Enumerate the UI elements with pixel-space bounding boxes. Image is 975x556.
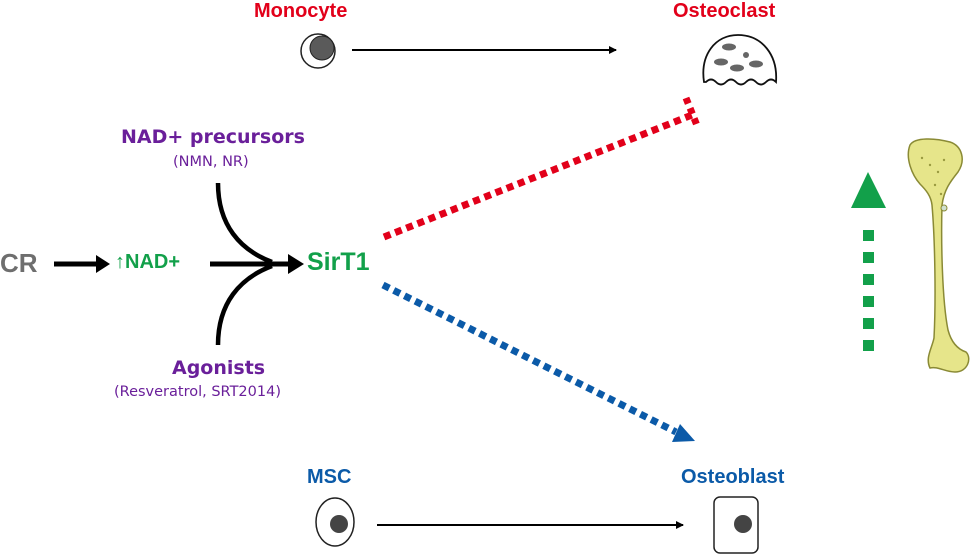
msc-label: MSC <box>307 466 352 488</box>
monocyte-cell-icon <box>300 33 336 69</box>
nad-precursors-title: NAD+ precursors <box>121 126 305 148</box>
monocyte-label: Monocyte <box>254 0 348 22</box>
sirt1-arrowhead <box>288 254 304 274</box>
osteoclast-label: Osteoclast <box>673 0 776 22</box>
osteoclast-cell-icon <box>702 34 777 86</box>
up-arrow-icon: ↑ <box>115 251 125 273</box>
sirt1-promotes-osteoblast-arrow <box>381 281 695 442</box>
osteoblast-label: Osteoblast <box>681 466 785 488</box>
sirt1-inhibits-osteoclast-line <box>382 96 702 241</box>
bone-increase-up-arrow <box>851 172 886 351</box>
precursors-converging-curve <box>215 182 273 265</box>
msc-cell-icon <box>315 497 355 547</box>
cr-arrowhead <box>96 255 110 273</box>
agonists-title: Agonists <box>172 357 266 379</box>
agonists-examples: (Resveratrol, SRT2014) <box>114 384 281 400</box>
sirt1-label: SirT1 <box>307 248 370 276</box>
osteoblast-cell-icon <box>713 496 759 554</box>
femur-bone-icon <box>907 138 970 373</box>
cr-label: CR <box>0 248 38 278</box>
nad-label: ↑NAD+ <box>115 251 180 274</box>
nad-precursors-examples: (NMN, NR) <box>173 154 249 170</box>
nad-text: NAD+ <box>125 251 181 273</box>
agonists-converging-curve <box>215 263 273 346</box>
